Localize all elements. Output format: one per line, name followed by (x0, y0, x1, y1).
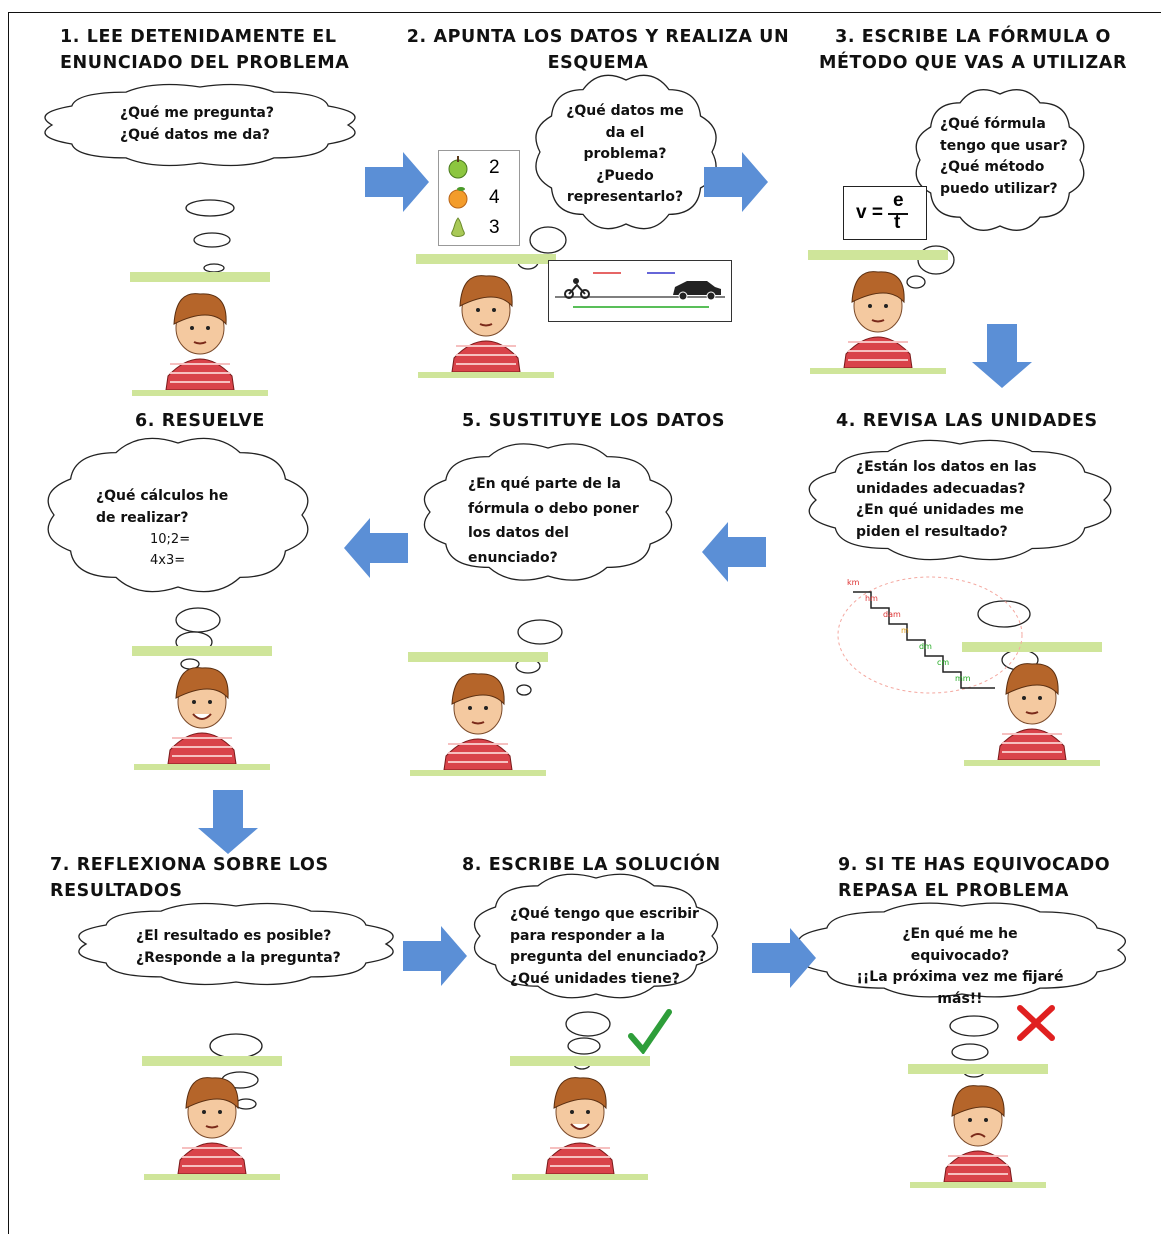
desk-edge (132, 646, 272, 656)
step-1-question: ¿Qué me pregunta? ¿Qué datos me da? (120, 105, 274, 143)
step-1-title: 1. LEE DETENIDAMENTE EL ENUNCIADO DEL PR… (60, 27, 350, 73)
desk-edge (142, 1056, 282, 1066)
motion-scheme-diagram (548, 260, 732, 322)
student-figure-5 (408, 652, 548, 776)
step-6-title: 6. RESUELVE (135, 411, 265, 431)
arrow-1-to-2 (365, 152, 429, 212)
car-icon (673, 281, 721, 301)
arrow-2-to-3 (704, 152, 768, 212)
student-figure-6 (132, 646, 272, 770)
pear-icon (447, 215, 469, 241)
step-8-question: ¿Qué tengo que escribir para responder a… (510, 906, 707, 987)
student-figure-9 (908, 1064, 1048, 1188)
step-4-title: 4. REVISA LAS UNIDADES (836, 411, 1098, 431)
step-3-title: 3. ESCRIBE LA FÓRMULA O MÉTODO QUE VAS A… (818, 27, 1128, 73)
step-6-question: ¿Qué cálculos he de realizar? (96, 488, 229, 526)
step-7-question: ¿El resultado es posible? ¿Responde a la… (136, 928, 341, 966)
step-6-thought-trail (175, 607, 221, 670)
apple-count: 2 (489, 157, 500, 178)
arrow-7-to-8 (403, 926, 467, 986)
arrow-8-to-9 (752, 928, 816, 988)
step-4-cloud (808, 439, 1112, 561)
arrow-4-to-5 (702, 522, 766, 582)
step-3-cloud (915, 89, 1085, 231)
desk-edge (962, 642, 1102, 652)
step-5-title: 5. SUSTITUYE LOS DATOS (462, 411, 726, 431)
fruit-data-box: 2 4 3 (438, 150, 520, 246)
calc-line-1: 10;2= (150, 532, 191, 547)
student-figure-4 (962, 642, 1102, 766)
formula-numerator: e (893, 190, 904, 211)
formula-left: v = (856, 202, 883, 223)
student-figure-7 (142, 1056, 282, 1180)
student-figure-2 (416, 254, 556, 378)
step-8-thought-trail (565, 1011, 611, 1070)
student-figure-8 (510, 1056, 650, 1180)
fraction-bar (888, 213, 908, 215)
desk-edge (416, 254, 556, 264)
unit-label-cm: cm (937, 658, 950, 667)
check-icon (628, 1008, 672, 1058)
formula-denominator: t (894, 212, 901, 233)
desk-edge (130, 272, 270, 282)
motorcycle-icon (564, 278, 590, 299)
step-5-cloud (423, 443, 673, 581)
unit-label-dam: dam (883, 610, 901, 619)
step-7-title: 7. REFLEXIONA SOBRE LOS RESULTADOS (50, 855, 329, 901)
step-1-thought-trail (185, 199, 235, 273)
apple-icon (447, 155, 469, 179)
step-8-cloud (473, 873, 719, 999)
step-9-title: 9. SI TE HAS EQUIVOCADO REPASA EL PROBLE… (838, 855, 1111, 901)
step-6-cloud (47, 437, 309, 593)
unit-label-dm: dm (919, 642, 932, 651)
desk-edge (510, 1056, 650, 1066)
unit-label-m: m (901, 626, 909, 635)
step-1-cloud (44, 83, 356, 167)
unit-label-mm: mm (955, 674, 971, 683)
orange-icon (447, 185, 469, 209)
step-7-cloud (78, 902, 394, 986)
step-4-question: ¿Están los datos en las unidades adecuad… (856, 459, 1037, 540)
step-8-title: 8. ESCRIBE LA SOLUCIÓN (462, 855, 721, 875)
desk-edge (908, 1064, 1048, 1074)
student-figure-1 (130, 272, 270, 396)
step-2-question: ¿Qué datos me da el problema? ¿Puedo rep… (566, 103, 684, 205)
arrow-3-to-4 (972, 324, 1032, 388)
step-2-cloud (535, 74, 717, 230)
formula-box: v = e t (843, 186, 927, 240)
step-2-title: 2. APUNTA LOS DATOS Y REALIZA UN ESQUEMA (406, 27, 790, 73)
desk-edge (808, 250, 948, 260)
unit-label-km: km (847, 578, 860, 587)
desk-edge (408, 652, 548, 662)
arrow-6-to-7 (198, 790, 258, 854)
diagram-frame (8, 12, 1161, 1234)
calc-line-2: 4x3= (150, 553, 186, 568)
step-9-question: ¿En qué me he equivocado? ¡¡La próxima v… (856, 926, 1064, 1007)
step-5-question: ¿En qué parte de la fórmula o debo poner… (468, 476, 639, 566)
orange-count: 4 (489, 187, 500, 208)
unit-label-hm: hm (865, 594, 878, 603)
student-figure-3 (808, 250, 948, 374)
pear-count: 3 (489, 217, 500, 238)
arrow-5-to-6 (344, 518, 408, 578)
cross-icon (1016, 1004, 1056, 1046)
step-9-thought-trail (949, 1015, 999, 1078)
step-3-question: ¿Qué fórmula tengo que usar? ¿Qué método… (940, 116, 1068, 197)
